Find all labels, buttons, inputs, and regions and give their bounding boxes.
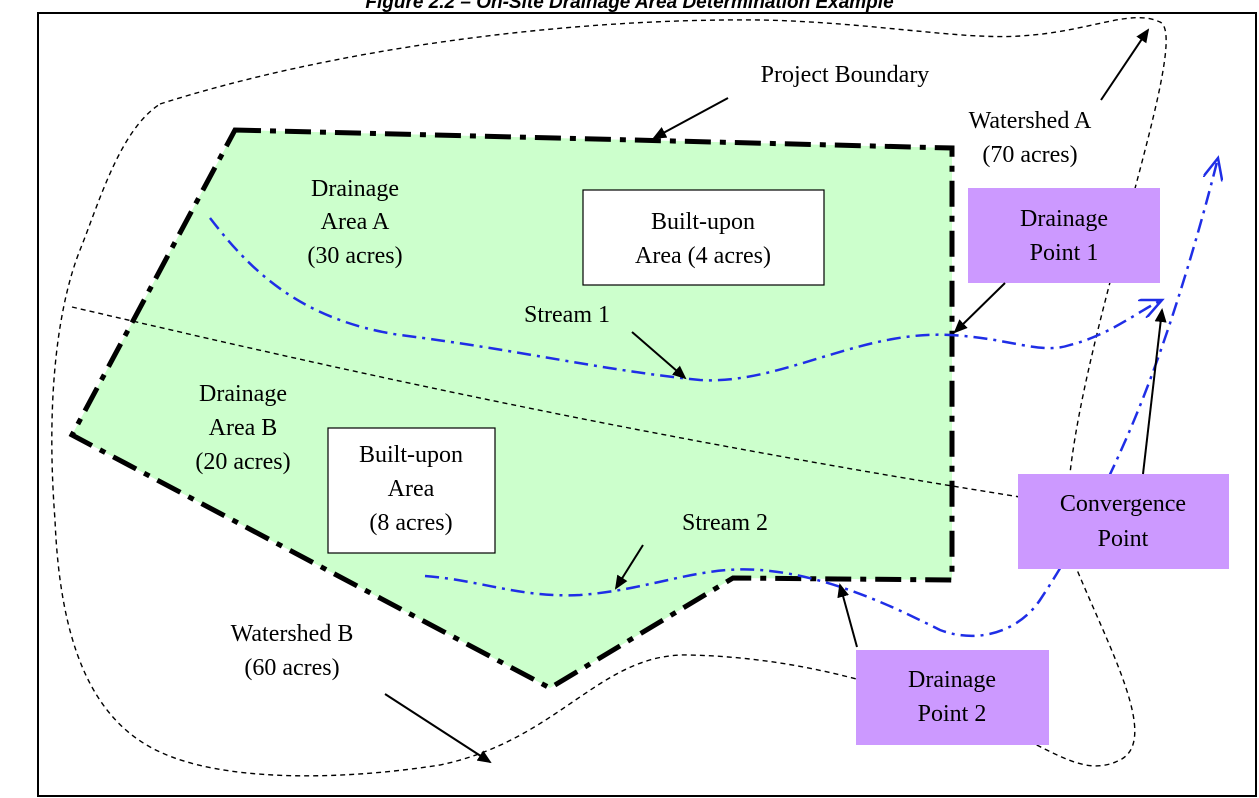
drainage-point-2-line-2: Point 2	[918, 701, 987, 727]
figure-frame	[37, 12, 1257, 797]
drainage-area-b-line-2: Area B	[209, 415, 278, 441]
watershed-b-label-line-2: (60 acres)	[244, 655, 339, 681]
drainage-area-b-line-3: (20 acres)	[195, 449, 290, 475]
built-upon-area-a-line-2: Area (4 acres)	[635, 243, 771, 269]
stream-1-line	[209, 217, 1162, 382]
drainage-point-2-leader-arrow	[837, 583, 858, 648]
watershed-b-leader-arrow	[384, 693, 492, 764]
stream-1-label: Stream 1	[524, 302, 610, 328]
watershed-a-label-line-2: (70 acres)	[982, 142, 1077, 168]
convergence-point-line-2: Point	[1098, 526, 1149, 552]
convergence-point-line-1: Convergence	[1060, 491, 1186, 517]
project-boundary-line	[68, 127, 955, 691]
figure-title: Figure 2.2 – On-Site Drainage Area Deter…	[365, 0, 894, 13]
watershed-b-label-line-1: Watershed B	[231, 621, 354, 647]
watershed-a-leader-arrow	[1100, 28, 1150, 101]
drainage-point-1-line-1: Drainage	[1020, 206, 1108, 232]
built-upon-area-b-line-1: Built-upon	[359, 442, 463, 468]
drainage-area-a-line-3: (30 acres)	[307, 243, 402, 269]
stream-1-leader-arrow	[631, 331, 687, 380]
convergence-point-leader-arrow	[1142, 308, 1167, 475]
built-upon-area-a-line-1: Built-upon	[651, 209, 755, 235]
built-upon-area-b-box	[327, 427, 496, 554]
project-boundary-leader-arrow	[652, 97, 729, 139]
drainage-point-1-box	[968, 188, 1160, 283]
drainage-point-2-box	[856, 650, 1049, 745]
watershed-a-label-line-1: Watershed A	[969, 108, 1092, 134]
built-upon-area-b-line-2: Area	[388, 476, 435, 502]
drainage-area-a-line-2: Area A	[321, 209, 390, 235]
project-boundary-label: Project Boundary	[761, 62, 930, 88]
drainage-area-b-line-1: Drainage	[199, 381, 287, 407]
built-upon-area-b-line-3: (8 acres)	[369, 510, 452, 536]
drainage-point-1-line-2: Point 1	[1030, 240, 1099, 266]
stream-2-leader-arrow	[614, 544, 644, 590]
drainage-area-a-line-1: Drainage	[311, 176, 399, 202]
stream-2-label: Stream 2	[682, 510, 768, 536]
built-upon-area-a-box	[582, 189, 825, 286]
convergence-point-box	[1018, 474, 1229, 569]
drainage-point-2-line-1: Drainage	[908, 667, 996, 693]
drainage-point-1-leader-arrow	[953, 282, 1006, 334]
